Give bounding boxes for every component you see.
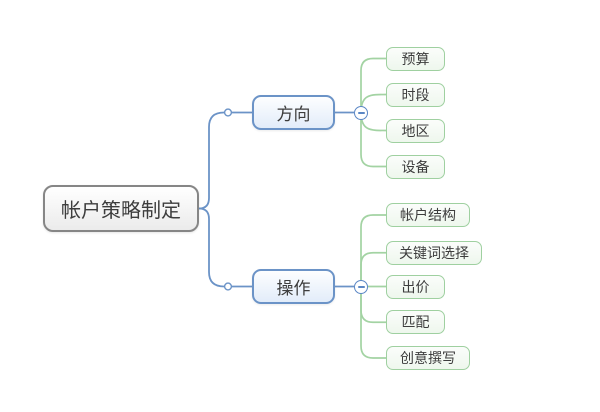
root-to-direction-connector: [198, 111, 252, 210]
node-label: 帐户策略制定: [61, 200, 181, 222]
child-node-device[interactable]: 设备: [386, 154, 445, 179]
child-node-budget[interactable]: 预算: [386, 46, 445, 71]
expand-dot-icon: [223, 108, 233, 117]
child-node-keyword-selection[interactable]: 关键词选择: [386, 240, 482, 265]
node-label: 预算: [401, 50, 430, 67]
node-label: 出价: [401, 278, 430, 295]
collapse-button-operation[interactable]: [354, 279, 368, 294]
direction-child-connector: [360, 112, 386, 168]
root-to-operation-connector: [198, 207, 252, 288]
minus-icon: [357, 285, 365, 288]
collapse-button-direction[interactable]: [354, 105, 368, 120]
direction-child-connector: [360, 57, 386, 113]
operation-child-connector: [360, 286, 386, 359]
node-label: 帐户结构: [400, 207, 456, 223]
expand-dot-icon: [223, 282, 233, 291]
node-label: 设备: [401, 158, 430, 175]
operation-child-connector: [360, 251, 386, 287]
operation-child-connector: [360, 214, 386, 287]
child-node-match[interactable]: 匹配: [386, 310, 445, 335]
node-label: 操作: [276, 279, 311, 298]
node-label: 创意撰写: [400, 350, 456, 366]
child-node-time-period[interactable]: 时段: [386, 82, 445, 107]
child-node-region[interactable]: 地区: [386, 118, 445, 143]
child-node-account-structure[interactable]: 帐户结构: [386, 203, 470, 227]
child-node-creative-writing[interactable]: 创意撰写: [386, 346, 470, 370]
branch-node-direction[interactable]: 方向: [252, 95, 335, 130]
node-label: 地区: [401, 122, 430, 139]
node-label: 方向: [276, 105, 311, 124]
node-label: 时段: [401, 86, 430, 103]
child-node-bid[interactable]: 出价: [386, 274, 445, 299]
minus-icon: [357, 111, 365, 114]
branch-node-operation[interactable]: 操作: [252, 269, 335, 304]
root-node[interactable]: 帐户策略制定: [43, 185, 199, 232]
node-label: 关键词选择: [399, 244, 469, 261]
node-label: 匹配: [401, 314, 430, 331]
